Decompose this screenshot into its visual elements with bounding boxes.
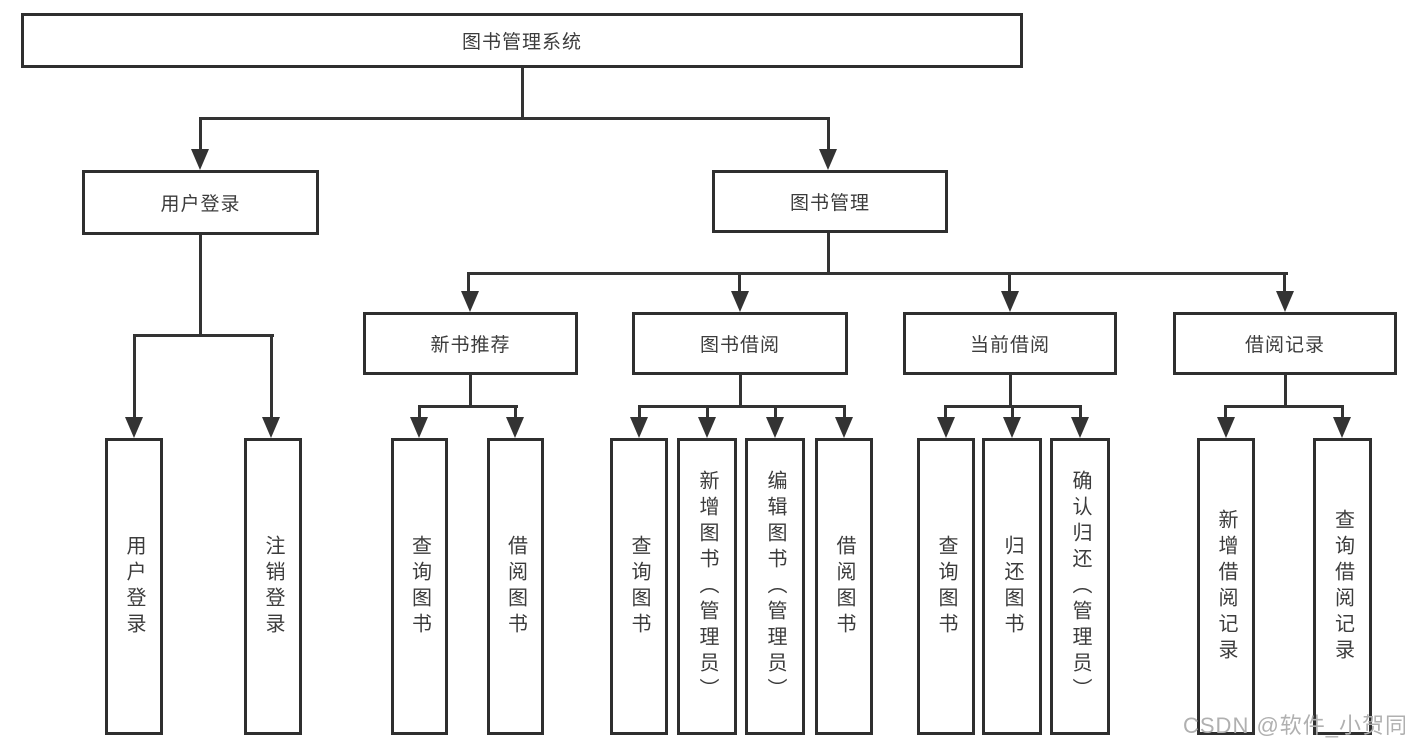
connector-line xyxy=(467,272,1288,275)
connector-line xyxy=(706,408,709,421)
connector-line xyxy=(1341,408,1344,421)
leaf-recommend-query-books: 查询图书 xyxy=(391,438,448,735)
arrow-down-icon xyxy=(461,291,479,312)
node-label: 新增借阅记录 xyxy=(1215,508,1237,665)
connector-line xyxy=(418,408,421,421)
node-label: 归还图书 xyxy=(1001,534,1023,639)
leaf-return-books: 归还图书 xyxy=(982,438,1042,735)
connector-line xyxy=(827,120,830,152)
leaf-current-query-books: 查询图书 xyxy=(917,438,975,735)
node-label: 查询图书 xyxy=(628,534,650,639)
connector-line xyxy=(270,337,273,417)
node-label: 新增图书（管理员） xyxy=(696,469,718,704)
node-library-management-system: 图书管理系统 xyxy=(21,13,1023,68)
connector-line xyxy=(467,275,470,293)
leaf-confirm-return-admin: 确认归还（管理员） xyxy=(1050,438,1110,735)
node-label: 借阅图书 xyxy=(504,534,527,639)
connector-line xyxy=(739,374,742,407)
node-label: 确认归还（管理员） xyxy=(1069,469,1091,704)
node-label: 用户登录 xyxy=(123,534,145,639)
node-label: 查询图书 xyxy=(935,534,957,639)
node-book-management: 图书管理 xyxy=(712,170,948,233)
node-label: 借阅图书 xyxy=(833,534,855,639)
connector-line xyxy=(1283,275,1286,293)
arrow-down-icon xyxy=(731,291,749,312)
arrow-down-icon xyxy=(766,417,784,438)
connector-line xyxy=(1284,374,1287,407)
node-borrowing-records: 借阅记录 xyxy=(1173,312,1397,375)
arrow-down-icon xyxy=(819,149,837,170)
arrow-down-icon xyxy=(1333,417,1351,438)
leaf-add-borrow-record: 新增借阅记录 xyxy=(1197,438,1255,735)
connector-line xyxy=(1224,408,1227,421)
connector-line xyxy=(418,405,518,408)
leaf-query-borrow-record: 查询借阅记录 xyxy=(1313,438,1372,735)
connector-line xyxy=(199,235,202,335)
connector-line xyxy=(469,374,472,407)
node-label: 新书推荐 xyxy=(430,335,511,356)
node-label: 当前借阅 xyxy=(969,335,1050,356)
connector-line xyxy=(514,408,517,421)
connector-line xyxy=(1224,405,1344,408)
arrow-down-icon xyxy=(698,417,716,438)
node-label: 查询借阅记录 xyxy=(1331,508,1354,665)
connector-line xyxy=(843,408,846,421)
node-label: 编辑图书（管理员） xyxy=(764,469,786,704)
connector-line xyxy=(133,334,274,337)
leaf-add-books-admin: 新增图书（管理员） xyxy=(677,438,737,735)
connector-line xyxy=(638,405,846,408)
connector-line xyxy=(521,68,524,118)
node-label: 图书管理 xyxy=(789,193,870,214)
connector-line xyxy=(199,117,830,120)
connector-line xyxy=(944,405,1082,408)
connector-line xyxy=(827,233,830,273)
node-new-book-recommend: 新书推荐 xyxy=(363,312,578,375)
csdn-watermark: CSDN @软件_小贺同学 xyxy=(1183,713,1405,738)
arrow-down-icon xyxy=(1276,291,1294,312)
arrow-down-icon xyxy=(125,417,143,438)
leaf-user-login: 用户登录 xyxy=(105,438,163,735)
node-label: 注销登录 xyxy=(262,534,284,639)
arrow-down-icon xyxy=(262,417,280,438)
leaf-logout: 注销登录 xyxy=(244,438,302,735)
connector-line xyxy=(738,275,741,293)
node-label: 图书管理系统 xyxy=(461,32,582,53)
arrow-down-icon xyxy=(1001,291,1019,312)
arrow-down-icon xyxy=(506,417,524,438)
arrow-down-icon xyxy=(191,149,209,170)
node-label: 查询图书 xyxy=(408,534,431,639)
arrow-down-icon xyxy=(835,417,853,438)
leaf-edit-books-admin: 编辑图书（管理员） xyxy=(745,438,805,735)
connector-line xyxy=(1008,275,1011,293)
arrow-down-icon xyxy=(1003,417,1021,438)
connector-line xyxy=(133,337,136,417)
connector-line xyxy=(1079,408,1082,421)
leaf-borrowing-borrow-books: 借阅图书 xyxy=(815,438,873,735)
connector-line xyxy=(1011,408,1014,421)
connector-line xyxy=(1009,374,1012,407)
node-book-borrowing: 图书借阅 xyxy=(632,312,848,375)
arrow-down-icon xyxy=(1071,417,1089,438)
arrow-down-icon xyxy=(630,417,648,438)
connector-line xyxy=(199,120,202,152)
leaf-borrowing-query-books: 查询图书 xyxy=(610,438,668,735)
leaf-recommend-borrow-books: 借阅图书 xyxy=(487,438,544,735)
arrow-down-icon xyxy=(410,417,428,438)
connector-line xyxy=(638,408,641,421)
connector-line xyxy=(944,408,947,421)
arrow-down-icon xyxy=(937,417,955,438)
node-label: 用户登录 xyxy=(160,194,241,215)
node-label: 图书借阅 xyxy=(699,335,780,356)
node-label: 借阅记录 xyxy=(1244,335,1325,356)
arrow-down-icon xyxy=(1217,417,1235,438)
connector-line xyxy=(774,408,777,421)
node-current-borrowing: 当前借阅 xyxy=(903,312,1117,375)
node-user-login: 用户登录 xyxy=(82,170,319,235)
